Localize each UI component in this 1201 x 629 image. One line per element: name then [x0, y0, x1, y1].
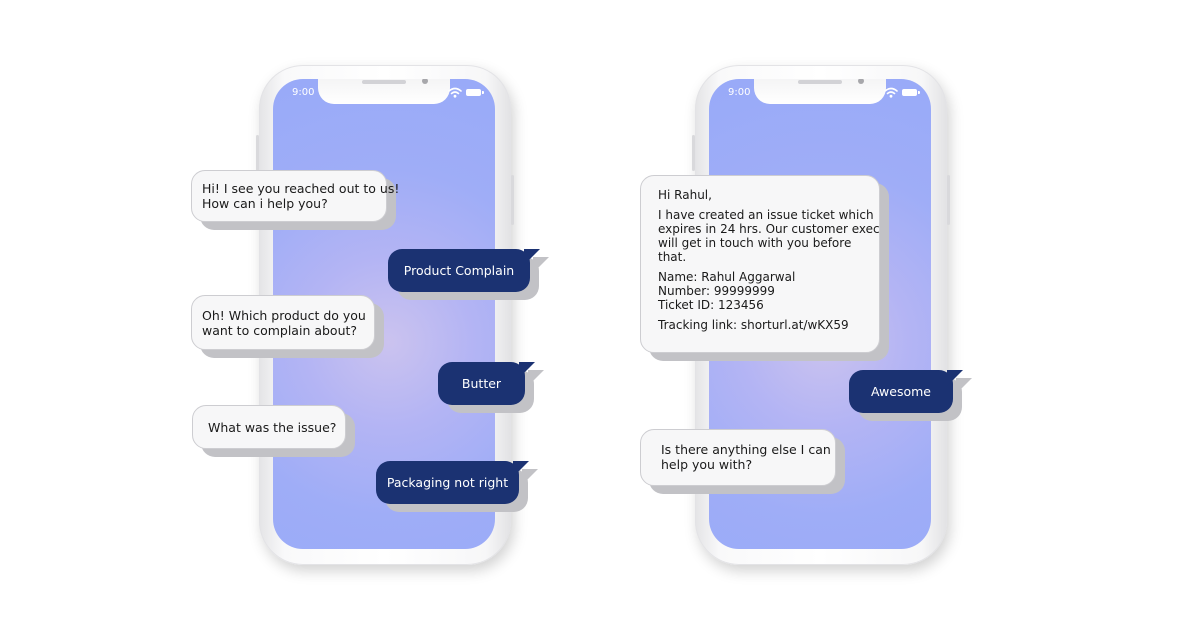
wifi-icon	[884, 87, 898, 98]
battery-icon	[466, 89, 484, 96]
ticket-message: Hi Rahul, I have created an issue ticket…	[640, 175, 880, 353]
notch	[754, 79, 886, 104]
message-text: Oh! Which product do you	[202, 308, 366, 323]
bot-message: What was the issue?	[192, 405, 346, 449]
user-message: Packaging not right	[376, 461, 538, 504]
message-text: Is there anything else I can	[661, 442, 831, 457]
message-text: Awesome	[871, 384, 931, 399]
notch	[318, 79, 450, 104]
user-message: Butter	[438, 362, 544, 405]
message-text: How can i help you?	[202, 196, 328, 211]
user-message: Product Complain	[388, 249, 549, 292]
message-text: that.	[658, 250, 687, 264]
ticket-id: Ticket ID: 123456	[658, 298, 764, 312]
speaker-icon	[362, 80, 406, 84]
message-text: will get in touch with you before	[658, 236, 852, 250]
user-message: Awesome	[849, 370, 972, 413]
message-text: want to complain about?	[202, 323, 358, 338]
ticket-number: Number: 99999999	[658, 284, 775, 298]
greeting-text: Hi Rahul,	[658, 188, 712, 202]
message-text: I have created an issue ticket which	[658, 208, 874, 222]
battery-icon	[902, 89, 920, 96]
power-button	[947, 175, 950, 225]
bot-message: Is there anything else I can help you wi…	[640, 429, 836, 486]
message-text: Product Complain	[403, 263, 515, 278]
camera-icon	[858, 79, 864, 84]
camera-icon	[422, 79, 428, 84]
status-time: 9:00	[292, 87, 315, 98]
message-text: expires in 24 hrs. Our customer exec	[658, 222, 880, 236]
message-text: Hi! I see you reached out to us!	[202, 181, 400, 196]
bot-message: Hi! I see you reached out to us! How can…	[191, 170, 400, 222]
speaker-icon	[798, 80, 842, 84]
bot-message: Oh! Which product do you want to complai…	[191, 295, 375, 350]
ticket-name: Name: Rahul Aggarwal	[658, 270, 796, 284]
volume-button	[256, 135, 259, 171]
message-text: help you with?	[661, 457, 753, 472]
wifi-icon	[448, 87, 462, 98]
volume-button	[692, 135, 695, 171]
power-button	[511, 175, 514, 225]
message-text: Butter	[461, 376, 502, 391]
message-text: Packaging not right	[386, 475, 509, 490]
message-text: What was the issue?	[208, 420, 337, 435]
status-time: 9:00	[728, 87, 751, 98]
tracking-link[interactable]: Tracking link: shorturl.at/wKX59	[658, 318, 849, 332]
